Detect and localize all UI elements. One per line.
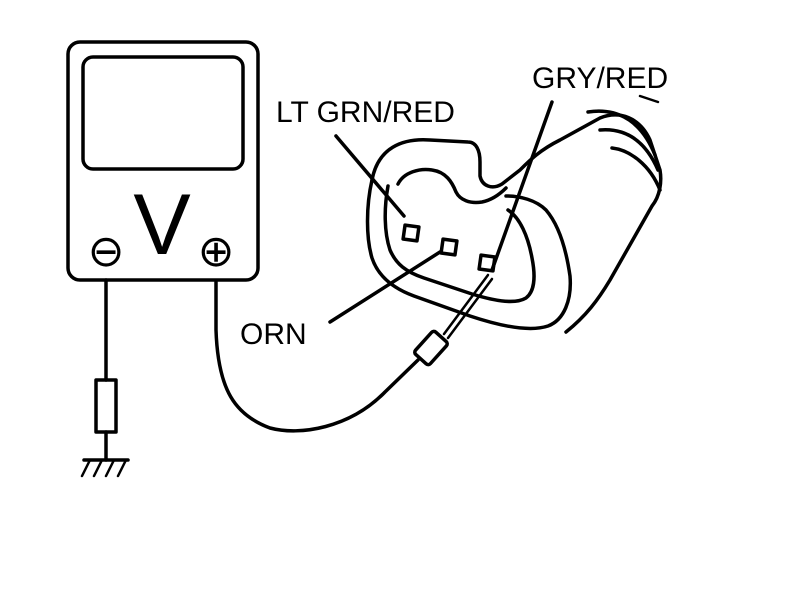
voltmeter: V ⊖ ⊕ — [66, 40, 260, 282]
ground-lead — [80, 278, 130, 478]
probe-needle — [442, 273, 490, 336]
connector — [365, 113, 663, 334]
label-gry-red: GRY/RED — [532, 62, 668, 95]
negative-terminal-symbol: ⊖ — [88, 227, 125, 276]
leader-lines — [328, 100, 554, 324]
positive-terminal-symbol: ⊕ — [198, 227, 235, 276]
ground-resistor — [94, 378, 118, 434]
leader-gry-red — [490, 100, 554, 272]
positive-lead-wire — [214, 280, 420, 433]
label-orn: ORN — [240, 318, 307, 351]
positive-probe-lead — [214, 273, 494, 433]
leader-orn — [328, 250, 442, 324]
voltmeter-display — [81, 55, 245, 171]
leader-lt-grn-red — [334, 134, 406, 218]
pin-cavity-orn — [439, 237, 459, 257]
label-lt-grn-red: LT GRN/RED — [276, 96, 455, 129]
voltmeter-v-symbol: V — [133, 177, 190, 273]
probe-needle-2 — [446, 277, 494, 340]
ground-symbol — [80, 458, 130, 478]
voltmeter-body — [66, 40, 260, 282]
probe-tip — [413, 329, 449, 367]
connector-latch — [396, 167, 508, 205]
connector-face-outer — [365, 178, 573, 331]
connector-face-inner — [383, 184, 536, 304]
connector-shell — [370, 113, 663, 334]
pin-cavity-lt-grn-red — [401, 223, 421, 243]
